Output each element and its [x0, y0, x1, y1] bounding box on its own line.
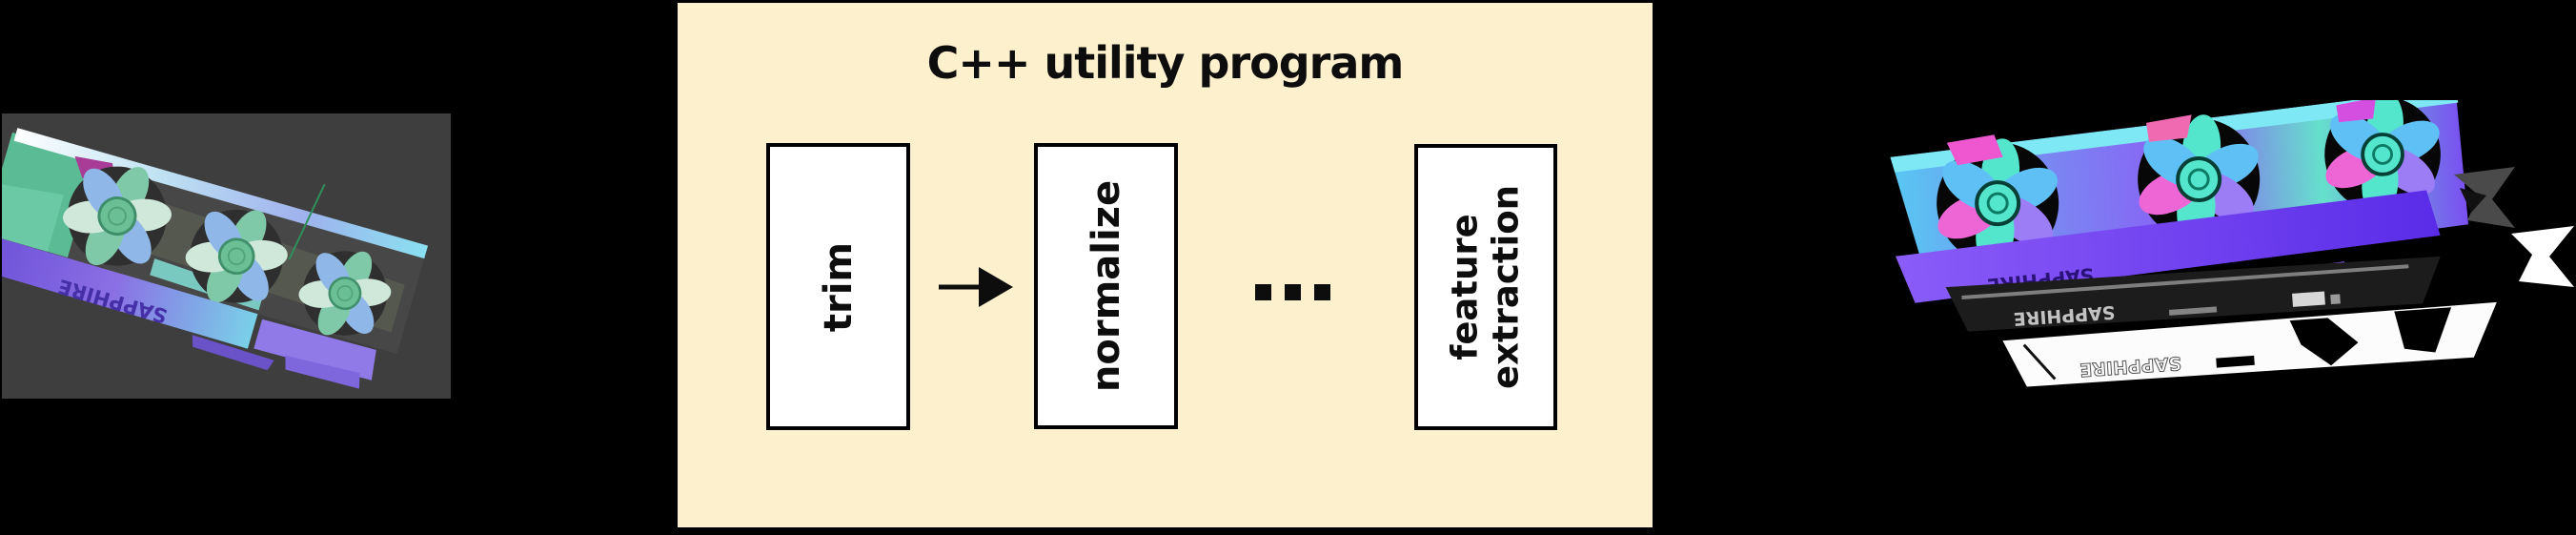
arrow-right-icon: [939, 267, 1013, 307]
step-label-trim: trim: [816, 241, 861, 332]
fragment-chevrons: [2454, 167, 2574, 287]
step-box-normalize: normalize: [1034, 143, 1178, 429]
pipeline-box: C++ utility program trim normalize featu…: [675, 0, 1655, 530]
output-features-image: SAPPHIRE SAPPHIRE SAPPHIRE: [1882, 100, 2576, 396]
gpu-feature-render-right: SAPPHIRE SAPPHIRE SAPPHIRE: [1890, 100, 2574, 387]
step-label-normalize: normalize: [1084, 179, 1128, 393]
step-box-trim: trim: [766, 143, 910, 430]
step-box-feature-extraction: feature extraction: [1414, 144, 1557, 430]
grayscale-band: SAPPHIRE: [1945, 256, 2441, 332]
binary-band: SAPPHIRE: [2002, 301, 2497, 387]
step-label-feature-extraction: feature extraction: [1444, 185, 1526, 389]
input-scan-image: SAPPHIRE: [2, 113, 451, 399]
ellipsis-dots-icon: [1255, 284, 1330, 300]
pipeline-title: C++ utility program: [926, 37, 1405, 89]
gpu-scan-render-left: SAPPHIRE: [2, 113, 451, 399]
